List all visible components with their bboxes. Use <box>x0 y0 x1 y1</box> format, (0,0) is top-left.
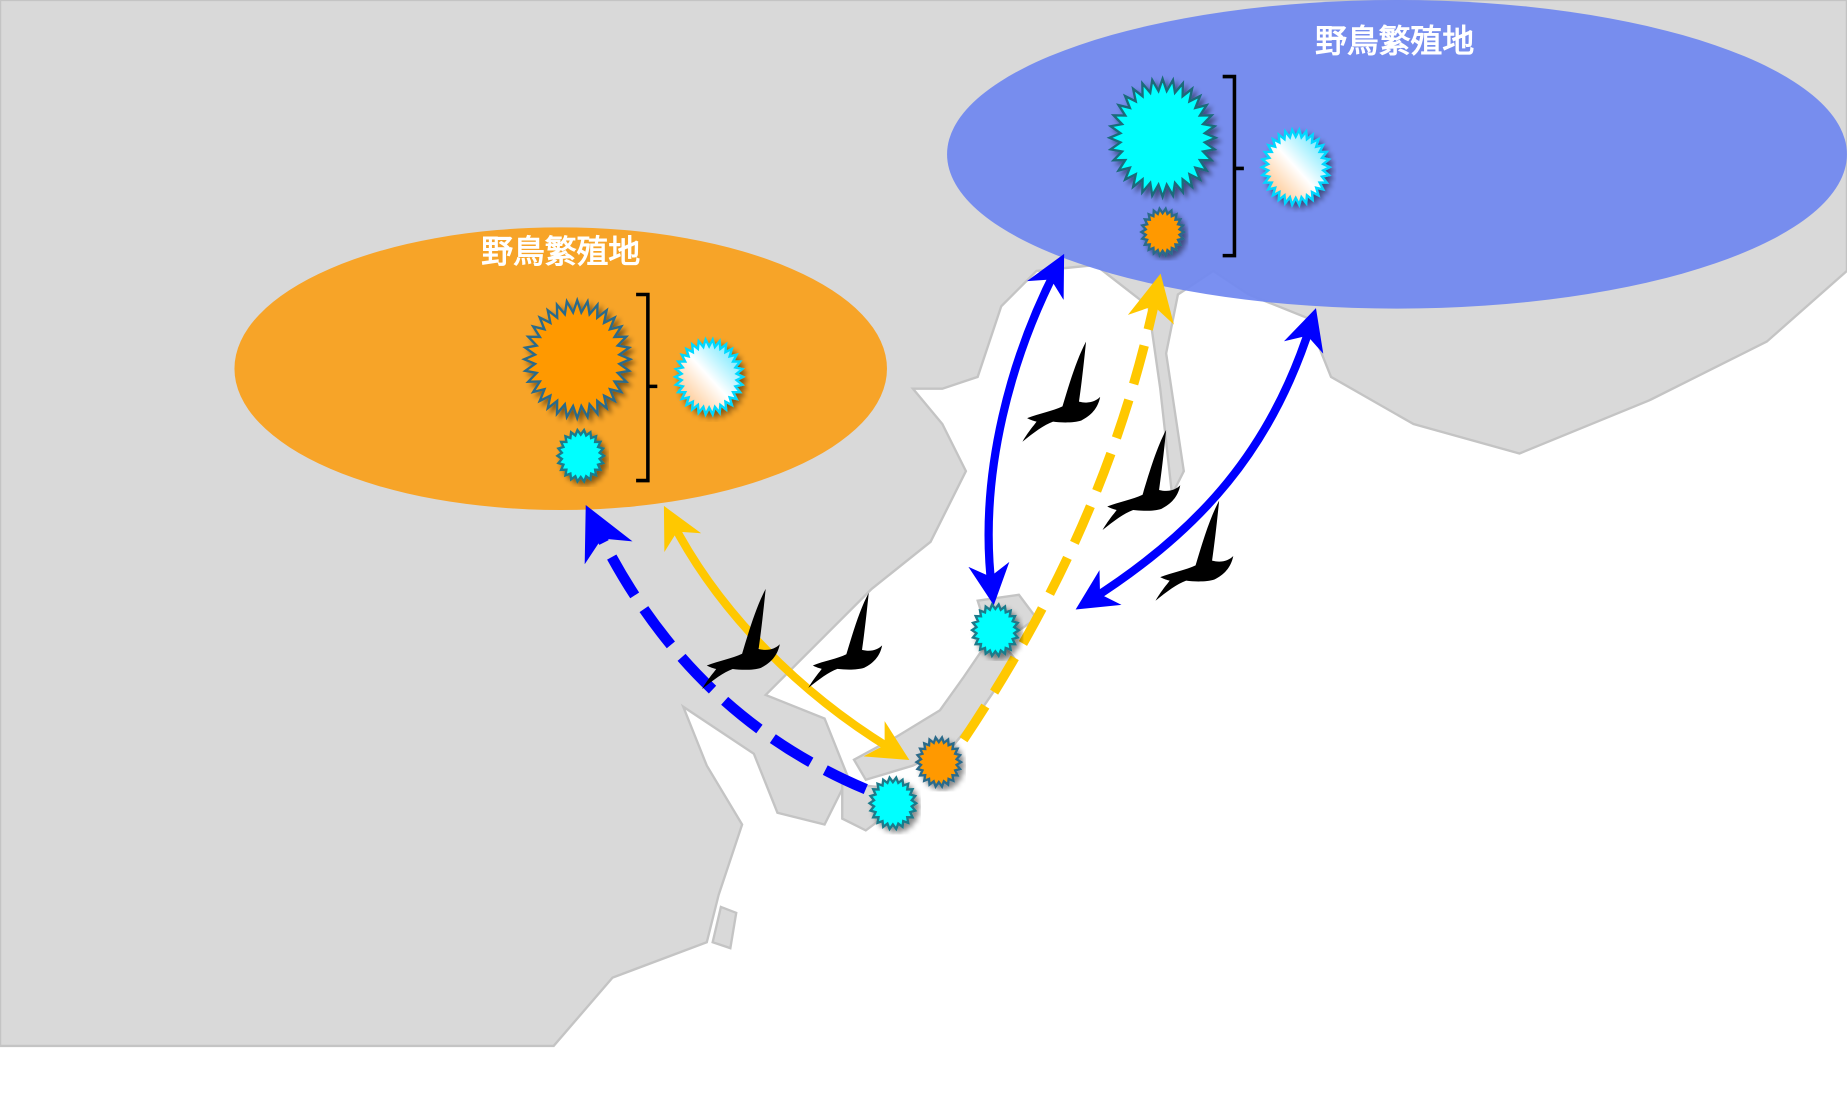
starburst-orange-icon <box>521 296 634 422</box>
region-label: 野鳥繁殖地 <box>481 234 640 271</box>
migration-arrows <box>584 253 1324 795</box>
starburst-cyan-icon <box>1106 75 1219 201</box>
arrow-yellow-solid <box>663 505 910 760</box>
bracket-icon <box>1222 74 1244 258</box>
crane-icon <box>1022 341 1101 442</box>
region-label: 野鳥繁殖地 <box>1315 23 1474 60</box>
taiwan <box>711 905 738 950</box>
breeding-area-east: 野鳥繁殖地 <box>947 0 1847 309</box>
bracket-icon <box>636 292 658 483</box>
arrow-blue-dashed <box>584 505 868 795</box>
virus-markers <box>521 75 1333 832</box>
arrow-blue-solid-west <box>968 253 1065 606</box>
starburst-gradient-icon <box>672 336 746 418</box>
starburst-gradient-icon <box>1259 126 1333 208</box>
starburst-orange-icon <box>914 735 964 790</box>
starburst-cyan-icon <box>969 602 1021 659</box>
arrow-blue-solid-east <box>1075 308 1324 610</box>
starburst-orange-icon <box>1139 206 1187 258</box>
starburst-cyan-icon <box>555 427 607 484</box>
starburst-cyan-icon <box>867 775 919 832</box>
